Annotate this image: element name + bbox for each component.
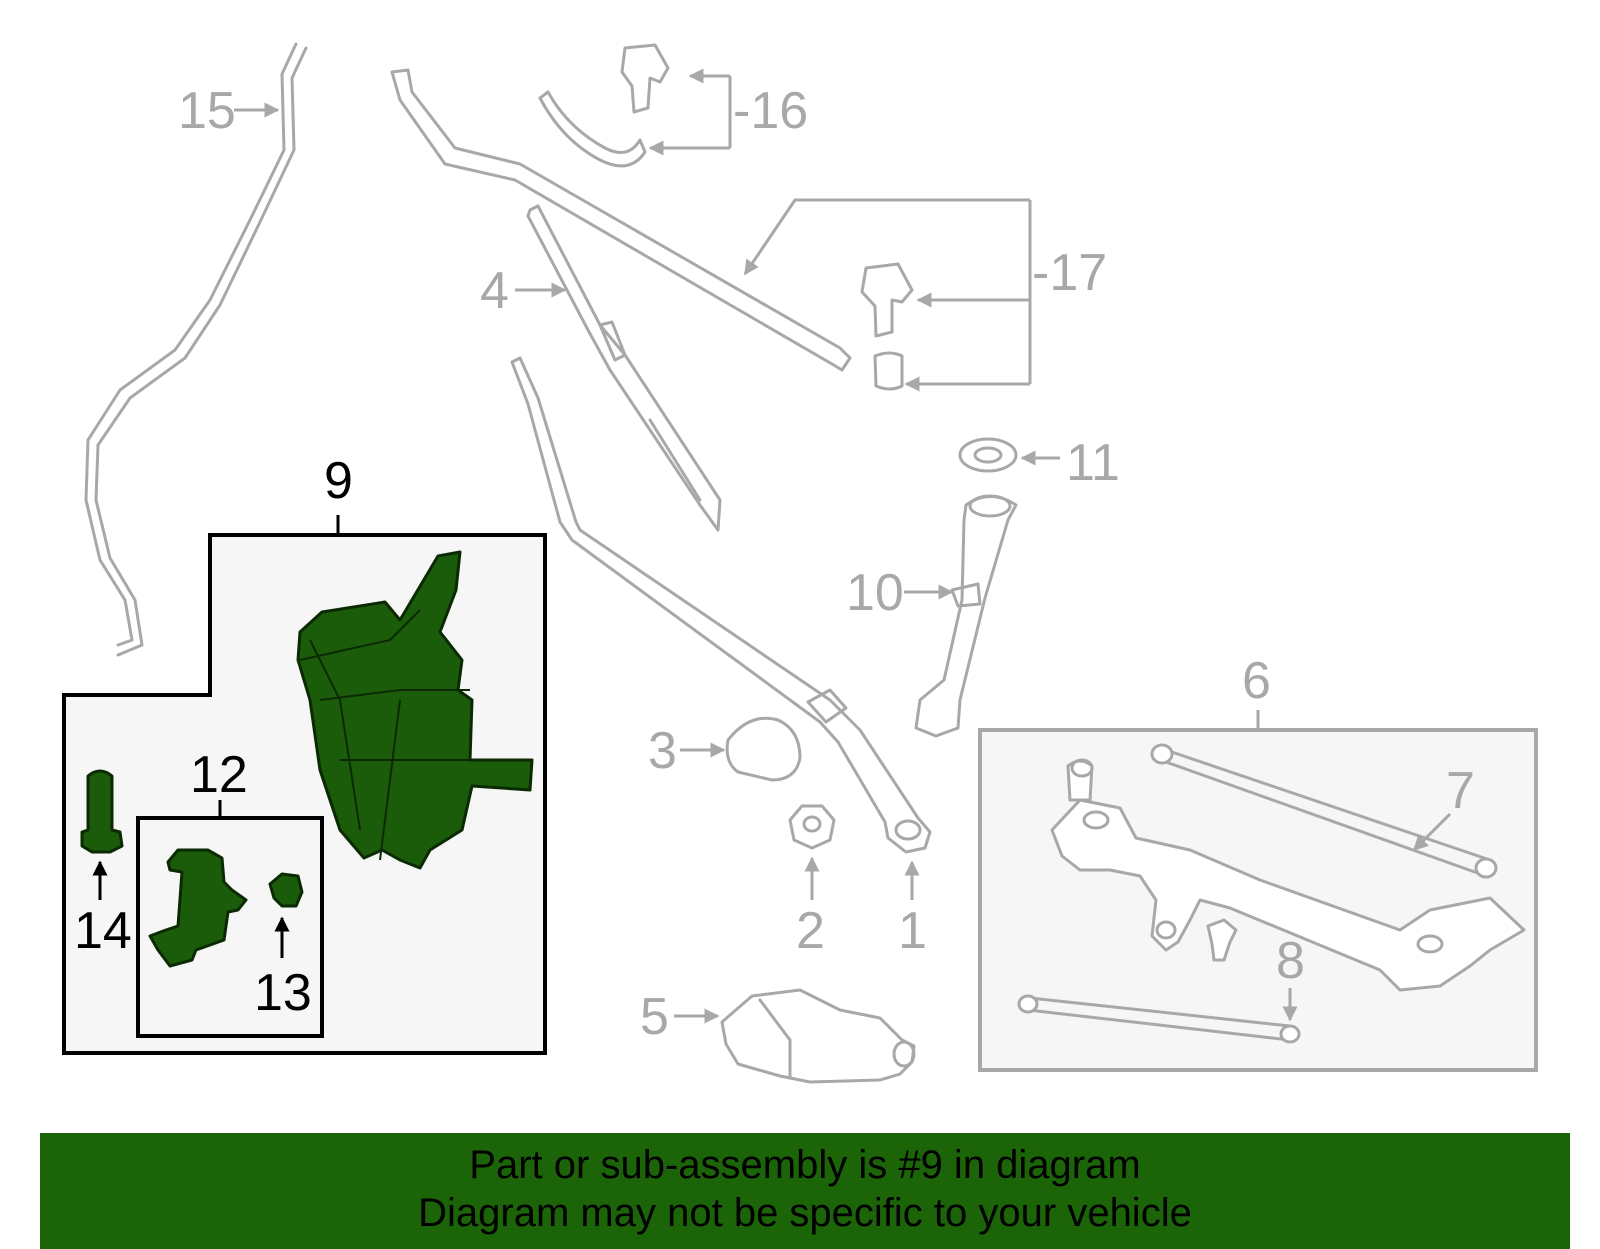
part-15-washer-hose — [84, 42, 308, 657]
callout-14: 14 — [74, 860, 132, 960]
part-3-cap — [725, 716, 802, 782]
footer-banner: Part or sub-assembly is #9 in diagram Di… — [40, 1133, 1570, 1249]
part-10-filler-neck — [914, 494, 1018, 738]
part-14-filter — [80, 769, 124, 854]
callout-8-label: 8 — [1276, 932, 1305, 990]
callout-7-label: 7 — [1446, 762, 1475, 820]
callout-3-label: 3 — [648, 722, 677, 780]
callout-13-label: 13 — [254, 964, 312, 1022]
callout-10: 10 — [846, 564, 954, 622]
callout-10-label: 10 — [846, 564, 904, 622]
part-11-grommet — [958, 437, 1018, 473]
callout-17: -17 — [743, 198, 1107, 392]
part-5-wiper-motor — [720, 988, 916, 1084]
callout-6: 6 — [1242, 652, 1271, 710]
callout-15: 15 — [178, 82, 280, 140]
subgroup-12-washer-pump — [136, 800, 324, 1038]
footer-line-1: Part or sub-assembly is #9 in diagram — [469, 1143, 1141, 1187]
callout-3: 3 — [648, 722, 726, 780]
callout-4: 4 — [480, 262, 567, 320]
part-16-hose-nozzle — [538, 43, 670, 168]
callout-12-label: 12 — [190, 746, 248, 804]
callout-1-label: 1 — [898, 902, 927, 960]
callout-1: 1 — [898, 860, 927, 960]
callout-9-label: 9 — [324, 452, 353, 510]
part-1-wiper-arm — [510, 356, 932, 854]
callout-11-label: 11 — [1066, 434, 1120, 492]
callout-5: 5 — [640, 988, 720, 1046]
part-4-wiper-blade — [526, 204, 722, 532]
callout-12: 12 — [190, 746, 248, 804]
callout-16: -16 — [648, 68, 808, 156]
part-2-nut — [788, 804, 836, 850]
callout-2: 2 — [796, 856, 825, 960]
footer-line-2: Diagram may not be specific to your vehi… — [418, 1191, 1192, 1235]
group-6-wiper-linkage — [978, 710, 1538, 1072]
callout-9: 9 — [324, 452, 353, 510]
part-17-hose-nozzles — [390, 68, 914, 391]
callout-8: 8 — [1276, 932, 1305, 1022]
callout-14-label: 14 — [74, 902, 132, 960]
callout-13: 13 — [254, 916, 312, 1022]
callout-2-label: 2 — [796, 902, 825, 960]
callout-16-label: -16 — [733, 82, 808, 140]
callout-15-label: 15 — [178, 82, 236, 140]
callout-4-label: 4 — [480, 262, 509, 320]
callout-7: 7 — [1412, 762, 1475, 852]
callout-5-label: 5 — [640, 988, 669, 1046]
callout-6-label: 6 — [1242, 652, 1271, 710]
callout-17-label: -17 — [1032, 244, 1107, 302]
callout-11: 11 — [1020, 434, 1120, 492]
